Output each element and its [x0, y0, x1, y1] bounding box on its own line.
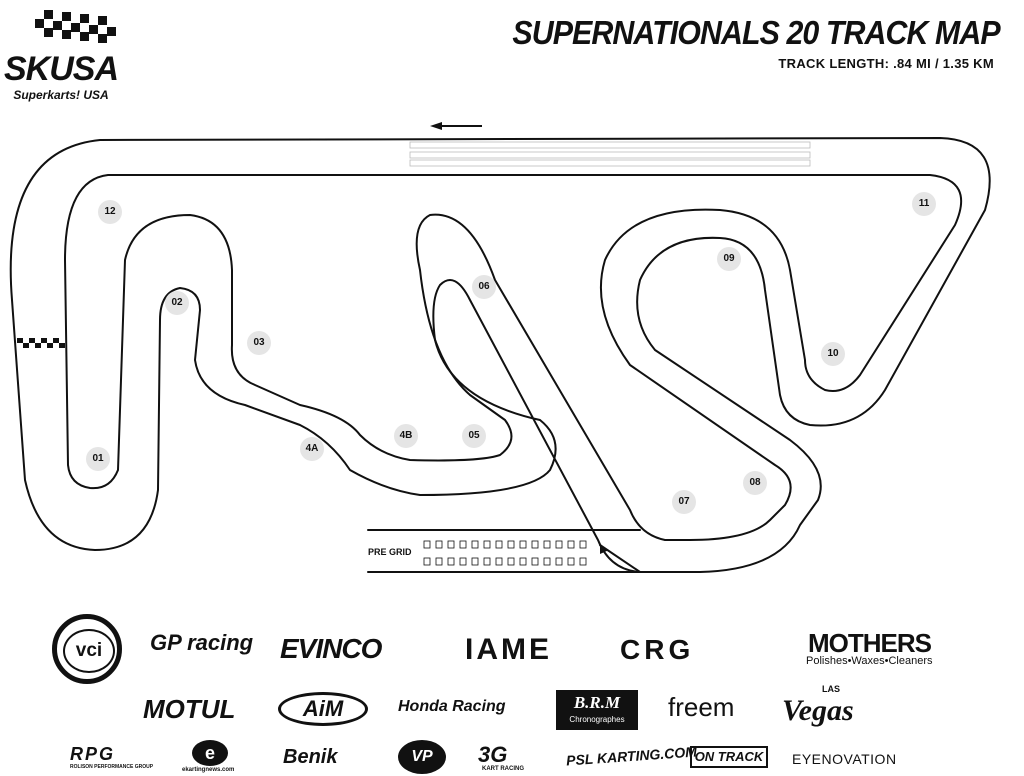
skusa-logo: SKUSA Superkarts! USA — [2, 8, 122, 102]
pre-grid-label: PRE GRID — [368, 547, 412, 557]
turn-4a: 4A — [300, 437, 324, 461]
sponsor-3g-tagline: KART RACING — [482, 766, 524, 772]
track-inner-edge — [64, 174, 963, 541]
sponsor-las-vegas-prefix: LAS — [822, 684, 840, 694]
sponsor-iame: IAME — [465, 633, 552, 666]
page-title: SUPERNATIONALS 20 TRACK MAP — [512, 14, 1001, 51]
pre-grid-arrow-icon — [600, 546, 609, 554]
turn-12: 12 — [98, 200, 122, 224]
turn-01: 01 — [86, 447, 110, 471]
track-length: TRACK LENGTH: .84 MI / 1.35 KM — [778, 56, 994, 71]
sponsor-ekartingnews-logo: e — [192, 740, 228, 766]
turn-10: 10 — [821, 342, 845, 366]
turn-03: 03 — [247, 331, 271, 355]
sponsor-vegas: Vegas — [782, 694, 854, 727]
sponsor-eyenovation: EYENOVATION — [792, 751, 897, 767]
sponsor-3g: 3G — [478, 742, 508, 767]
turn-11: 11 — [912, 192, 936, 216]
start-finish-line — [17, 338, 65, 348]
turn-09: 09 — [717, 247, 741, 271]
sponsor-on-track: ON TRACK — [690, 746, 768, 768]
sponsor-rpg: RPG — [70, 744, 116, 764]
sponsor-freem: freem — [668, 692, 735, 722]
sponsor-aim: AiM — [278, 692, 368, 726]
sponsor-gp-racing: GP racing — [150, 630, 254, 655]
turn-4b: 4B — [394, 424, 418, 448]
logo-brand: SKUSA — [3, 50, 119, 88]
turn-07: 07 — [672, 490, 696, 514]
sponsor-benik: Benik — [283, 746, 338, 768]
sponsor-mothers: MOTHERS — [808, 628, 932, 658]
turn-02: 02 — [165, 291, 189, 315]
sponsor-vci: vci — [52, 614, 122, 684]
sponsor-evinco: EVINCO — [280, 633, 382, 664]
sponsor-psl-karting: PSL KARTING.COM — [565, 743, 698, 769]
start-grid — [409, 141, 811, 167]
direction-arrow-icon — [430, 122, 482, 130]
pre-grid-boxes — [423, 540, 587, 566]
sponsor-rpg-tagline: ROLISON PERFORMANCE GROUP — [70, 764, 154, 770]
sponsor-crg: CRG — [620, 634, 695, 665]
logo-tagline: Superkarts! USA — [13, 88, 109, 102]
turn-06: 06 — [472, 275, 496, 299]
sponsor-brm: B.R.M Chronographes — [556, 690, 638, 730]
turn-08: 08 — [743, 471, 767, 495]
sponsor-ekartingnews: ekartingnews.com — [182, 767, 235, 773]
checkered-flag-icon — [35, 10, 116, 43]
turn-05: 05 — [462, 424, 486, 448]
track-map — [9, 122, 991, 573]
sponsor-mothers-tagline: Polishes•Waxes•Cleaners — [806, 655, 933, 667]
sponsor-motul: MOTUL — [143, 694, 236, 724]
sponsor-vp: VP — [398, 740, 446, 774]
sponsor-honda-racing: Honda Racing — [398, 698, 506, 715]
